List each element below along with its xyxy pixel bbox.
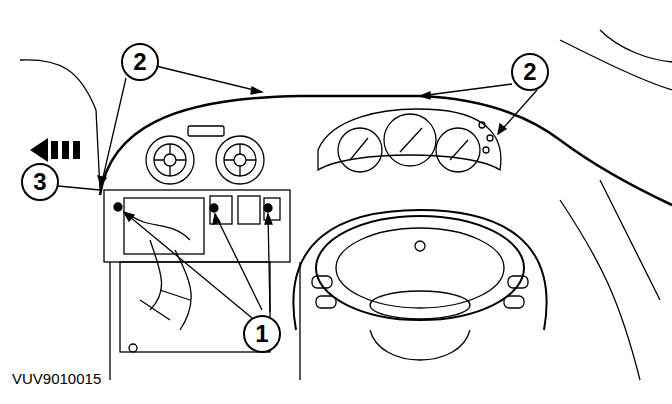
callout-number: 2	[133, 50, 146, 74]
callout-number: 1	[255, 322, 268, 346]
callout-number: 3	[33, 170, 46, 194]
callout-circle: 1	[243, 315, 281, 353]
callout-circle: 2	[511, 53, 549, 91]
callout-number: 2	[523, 60, 536, 84]
callout-circle: 2	[121, 43, 159, 81]
figure-code: VUV9010015	[12, 370, 101, 387]
callout-circle: 3	[21, 163, 59, 201]
